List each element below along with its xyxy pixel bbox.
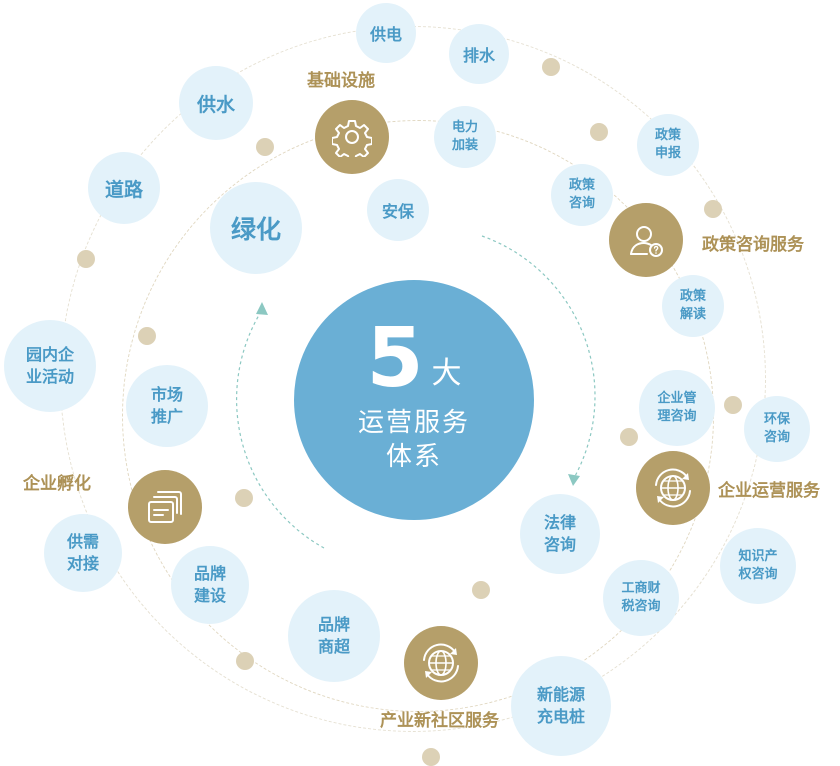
arc-arrow-right xyxy=(481,235,596,479)
globe-exchange-icon xyxy=(423,643,459,683)
service-brand-building[interactable]: 品牌 建设 xyxy=(171,546,249,624)
category-label-community: 产业新社区服务 xyxy=(380,711,499,731)
dot xyxy=(77,250,95,268)
service-power-install[interactable]: 电力 加装 xyxy=(434,106,496,168)
category-label-infrastructure: 基础设施 xyxy=(307,71,375,91)
dot xyxy=(422,748,440,766)
service-env-consult[interactable]: 环保 咨询 xyxy=(744,396,810,462)
service-policy-apply[interactable]: 政策 申报 xyxy=(637,114,699,176)
service-brand-store[interactable]: 品牌 商超 xyxy=(288,590,380,682)
card-icon xyxy=(148,491,182,523)
category-operation[interactable] xyxy=(636,451,710,525)
arc-arrow-left xyxy=(235,309,325,549)
service-power-supply[interactable]: 供电 xyxy=(356,3,416,63)
center-unit: 大 xyxy=(431,356,462,391)
user-consult-icon xyxy=(630,226,663,257)
service-roads[interactable]: 道路 xyxy=(88,152,160,224)
service-policy-consult[interactable]: 政策 咨询 xyxy=(551,164,613,226)
service-security[interactable]: 安保 xyxy=(367,179,429,241)
dot xyxy=(620,428,638,446)
arrowhead-left xyxy=(256,302,268,315)
category-label-policy: 政策咨询服务 xyxy=(702,235,804,255)
center-hub: 5 大 运营服务 体系 xyxy=(294,280,534,520)
category-infrastructure[interactable] xyxy=(315,100,389,174)
service-policy-interpret[interactable]: 政策 解读 xyxy=(662,275,724,337)
globe-exchange-icon xyxy=(655,468,691,508)
dot xyxy=(704,200,722,218)
center-subtitle: 运营服务 体系 xyxy=(357,408,470,472)
service-park-activities[interactable]: 园内企 业活动 xyxy=(4,320,96,412)
dot xyxy=(472,581,490,599)
category-label-incubation: 企业孵化 xyxy=(23,474,91,494)
service-ev-charging[interactable]: 新能源 充电桩 xyxy=(511,656,611,756)
dot xyxy=(256,138,274,156)
center-number: 5 xyxy=(366,311,424,406)
dot xyxy=(542,58,560,76)
dot xyxy=(138,327,156,345)
category-incubation[interactable] xyxy=(128,470,202,544)
dot xyxy=(590,123,608,141)
dot xyxy=(236,652,254,670)
service-mgmt-consult[interactable]: 企业管 理咨询 xyxy=(639,370,715,446)
service-water-supply[interactable]: 供水 xyxy=(179,66,253,140)
category-community[interactable] xyxy=(404,626,478,700)
gear-icon xyxy=(332,120,372,157)
service-ip-consult[interactable]: 知识产 权咨询 xyxy=(720,528,796,604)
arrowhead-right xyxy=(568,474,580,486)
category-policy[interactable] xyxy=(609,203,683,277)
category-label-operation: 企业运营服务 xyxy=(718,481,820,501)
service-tax-consult[interactable]: 工商财 税咨询 xyxy=(603,560,679,636)
dot xyxy=(235,489,253,507)
service-greening[interactable]: 绿化 xyxy=(210,182,302,274)
dot xyxy=(724,396,742,414)
service-drainage[interactable]: 排水 xyxy=(449,24,509,84)
service-marketing[interactable]: 市场 推广 xyxy=(126,365,208,447)
service-supply-demand[interactable]: 供需 对接 xyxy=(44,514,122,592)
service-legal-consult[interactable]: 法律 咨询 xyxy=(520,494,600,574)
